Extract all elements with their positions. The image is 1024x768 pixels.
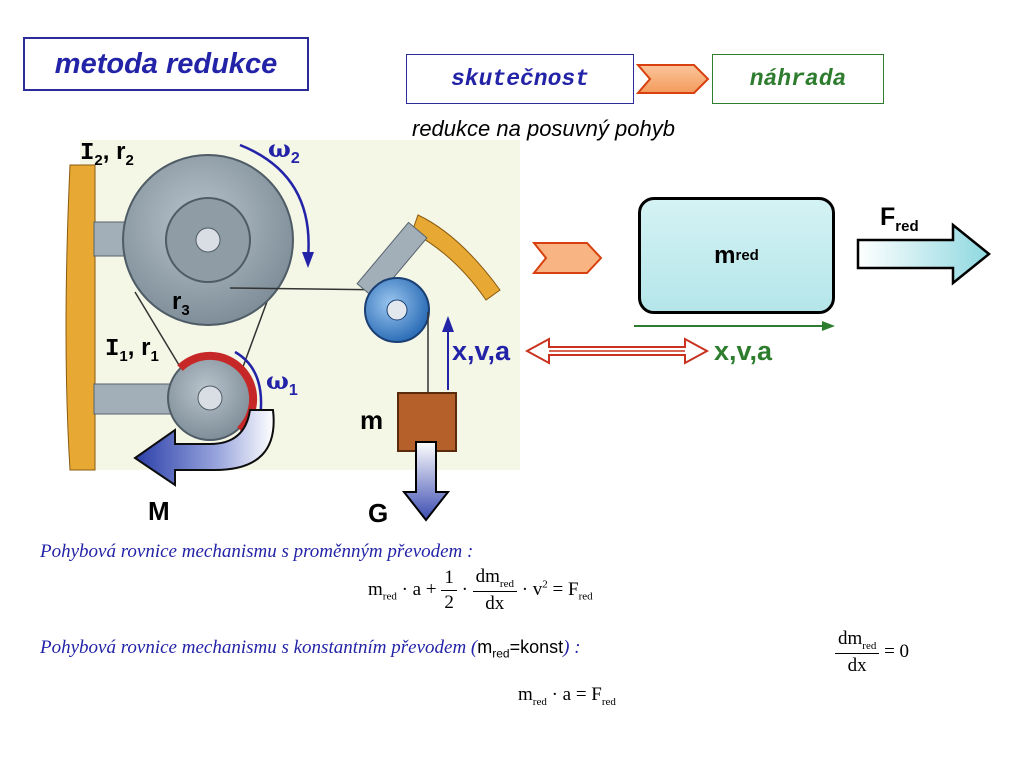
wheel1-inertia-label: I1, r1 <box>105 334 159 365</box>
omega2-arrowhead <box>302 252 314 268</box>
substitute-system-box: náhrada <box>712 54 884 104</box>
pulley-arm <box>356 221 428 300</box>
variable-ratio-caption: Pohybová rovnice mechanismu s proměnným … <box>40 541 474 562</box>
belt-left <box>134 291 186 376</box>
wheel-2-axle <box>195 227 221 253</box>
constant-ratio-caption: Pohybová rovnice mechanismu s konstantní… <box>40 637 581 661</box>
r3-label: r3 <box>172 288 190 319</box>
right-support <box>411 214 501 301</box>
reduced-force-arrow <box>856 222 991 286</box>
subtitle: redukce na posuvný pohyb <box>412 116 675 141</box>
omega2-label: ω2 <box>268 134 300 167</box>
kinematics-left-label: x,v,a <box>452 336 511 366</box>
reduced-force-label: Fred <box>880 203 919 235</box>
equation-constant: mred · a = Fred <box>518 684 616 708</box>
double-arrow-icon <box>525 337 710 365</box>
moment-label: M <box>148 496 170 526</box>
moment-arrow <box>133 409 275 487</box>
x-axis-arrow <box>634 321 835 331</box>
kinematics-right-label: x,v,a <box>714 336 773 366</box>
wheel-1-axle <box>197 385 223 411</box>
chevron-arrow-icon <box>636 64 710 94</box>
mechanism-drawing <box>65 140 520 522</box>
wall <box>65 164 96 471</box>
weight-label: G <box>368 498 389 528</box>
kinematics-arrowhead <box>442 316 454 332</box>
page-title: metoda redukce <box>23 37 309 91</box>
mass-label: m <box>360 405 384 435</box>
omega1-label: ω1 <box>266 366 298 399</box>
chevron-arrow-icon <box>532 242 603 274</box>
wheel2-inertia-label: I2, r2 <box>80 138 134 169</box>
omega2-arrow <box>239 143 310 259</box>
weight-arrow <box>401 441 451 522</box>
pulley-axle <box>386 299 408 321</box>
real-system-box: skutečnost <box>406 54 634 104</box>
